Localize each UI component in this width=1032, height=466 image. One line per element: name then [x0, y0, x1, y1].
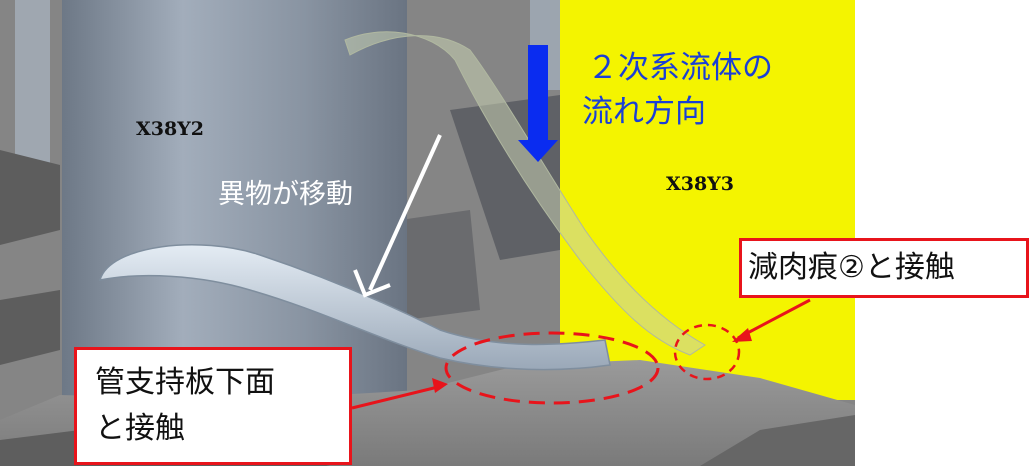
callout-support-plate-line1: 管支持板下面	[95, 365, 275, 400]
foreign-object-moved-label: 異物が移動	[218, 179, 353, 210]
plate-hole	[0, 150, 60, 245]
foreign-object	[98, 244, 611, 371]
plate-hole	[400, 210, 480, 320]
movement-arrow	[353, 134, 442, 298]
contact-ellipse-plate	[444, 331, 660, 405]
flow-direction-label-line1: ２次系流体の	[587, 50, 773, 86]
callout-support-plate-line2: と接触	[95, 411, 185, 446]
callout-wear-mark-contact: 減肉痕②と接触	[739, 238, 1029, 298]
yellow-tube	[560, 0, 855, 400]
tube-label-x38y3: X38Y3	[666, 173, 734, 195]
tube-label-x38y2: X38Y2	[136, 118, 204, 140]
plate-hole	[700, 415, 855, 466]
callout-wear-mark-text: 減肉痕②と接触	[748, 250, 955, 285]
callout-arrow-plate	[351, 378, 448, 410]
contact-ellipse-wear	[673, 323, 741, 381]
callout-arrow-wear	[732, 298, 811, 342]
foreign-object-ghost	[344, 31, 706, 356]
flow-direction-arrow	[518, 45, 558, 162]
plate-hole	[0, 290, 60, 365]
flow-direction-label-line2: 流れ方向	[582, 94, 706, 130]
callout-support-plate-contact: 管支持板下面 と接触	[74, 347, 352, 465]
